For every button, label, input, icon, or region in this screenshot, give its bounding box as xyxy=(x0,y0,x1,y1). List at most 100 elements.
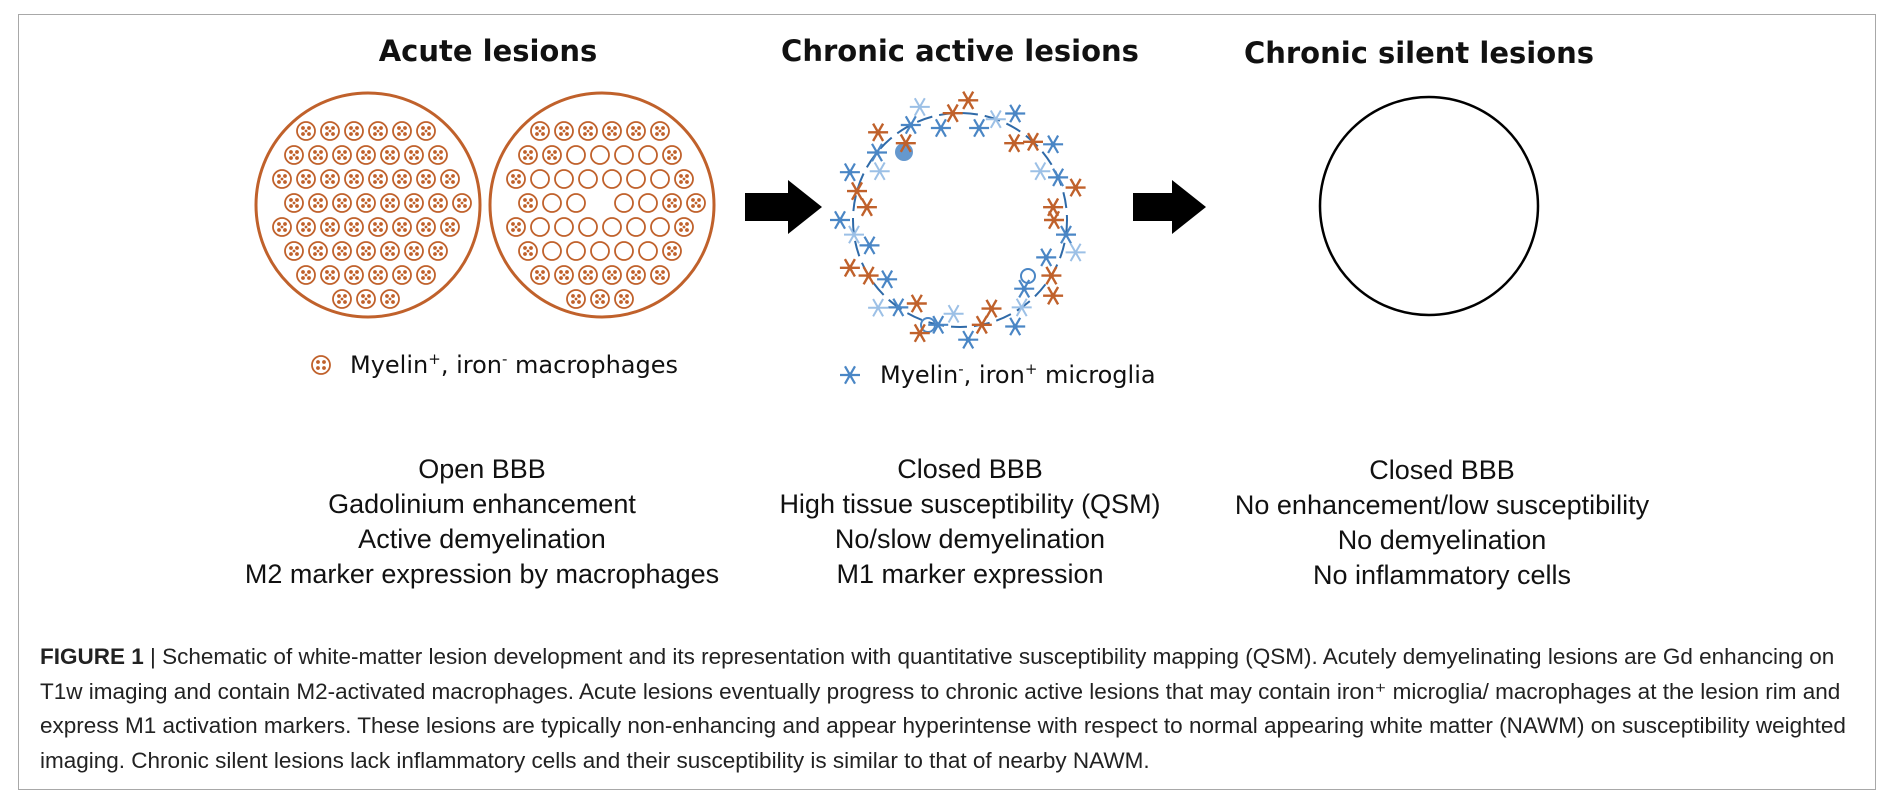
macrophage-cell xyxy=(368,169,388,189)
demyelinated-cell xyxy=(578,169,598,189)
demyelinated-cell xyxy=(554,217,574,237)
macrophage-cell xyxy=(530,121,550,141)
microglia-cell xyxy=(845,181,869,202)
macrophage-cell xyxy=(296,121,316,141)
macrophage-cell xyxy=(368,265,388,285)
acute-property: Active demyelination xyxy=(358,524,606,554)
microglia-cell xyxy=(1041,134,1065,155)
demyelinated-cell xyxy=(578,217,598,237)
macrophage-cell xyxy=(404,145,424,165)
macrophage-cell xyxy=(392,265,412,285)
macrophage-cell xyxy=(662,193,682,213)
chronic-active-lesion-ring xyxy=(828,90,1087,350)
macrophage-cell xyxy=(272,169,292,189)
microglia-cell xyxy=(838,162,862,182)
macrophage-cell xyxy=(320,217,340,237)
macrophage-cell xyxy=(356,241,376,261)
macrophage-cell xyxy=(518,241,538,261)
macrophage-cell xyxy=(332,289,352,309)
microglia-cell xyxy=(867,298,890,318)
chronic-silent-lesions-title: Chronic silent lesions xyxy=(1243,36,1595,70)
microglia-cell xyxy=(970,314,993,335)
macrophage-legend-label: Myelin+, iron- macrophages xyxy=(350,350,678,379)
demyelinated-cell xyxy=(590,241,610,261)
macrophage-cell xyxy=(518,193,538,213)
macrophage-cell xyxy=(566,289,586,309)
demyelinated-cell xyxy=(602,169,622,189)
macrophage-cell xyxy=(356,289,376,309)
macrophage-cell xyxy=(380,241,400,261)
demyelinated-cell xyxy=(614,241,634,261)
macrophage-cell xyxy=(416,169,436,189)
macrophage-cell xyxy=(368,217,388,237)
macrophage-cell xyxy=(344,265,364,285)
chronic-silent-property: No enhancement/low susceptibility xyxy=(1234,490,1650,520)
macrophage-cell xyxy=(674,217,694,237)
microglia-cell xyxy=(908,323,931,344)
macrophage-cell xyxy=(440,217,460,237)
macrophage-cell xyxy=(650,121,670,141)
macrophage-cell xyxy=(296,217,316,237)
macrophage-cell xyxy=(320,121,340,141)
macrophage-cell xyxy=(356,193,376,213)
microglia-legend-label: Myelin-, iron+ microglia xyxy=(880,360,1156,389)
macrophage-cell xyxy=(440,169,460,189)
macrophage-cell xyxy=(614,289,634,309)
macrophage-cell xyxy=(392,169,412,189)
demyelinated-cell xyxy=(638,193,658,213)
macrophage-cell xyxy=(530,265,550,285)
microglia-cell xyxy=(1040,265,1063,286)
microglia-cell xyxy=(967,118,991,138)
macrophage-cell xyxy=(506,217,526,237)
caption-text: Schematic of white-matter lesion develop… xyxy=(40,644,1846,773)
macrophage-legend: Myelin+, iron- macrophages xyxy=(310,350,678,379)
macrophage-cell xyxy=(404,193,424,213)
macrophage-cell xyxy=(602,121,622,141)
microglia-cell xyxy=(1029,161,1052,181)
microglia-cell xyxy=(858,235,881,256)
microglia-cell xyxy=(866,122,890,143)
microglia-cell xyxy=(1021,131,1045,152)
macrophage-cell xyxy=(428,193,448,213)
macrophage-cell xyxy=(344,217,364,237)
chronic-silent-properties: Closed BBB No enhancement/low susceptibi… xyxy=(1235,453,1649,593)
microglia-cell xyxy=(875,269,899,290)
macrophage-cell xyxy=(332,193,352,213)
demyelinated-cell xyxy=(566,145,586,165)
microglia-cell xyxy=(1004,316,1027,337)
microglia-cell xyxy=(865,142,889,163)
macrophage-cell xyxy=(686,193,706,213)
chronic-active-property: High tissue susceptibility (QSM) xyxy=(779,489,1161,519)
demyelinated-cell xyxy=(614,193,634,213)
microglia-cell xyxy=(942,304,965,324)
macrophage-cell xyxy=(284,193,304,213)
acute-lesion-full-circle xyxy=(254,91,482,319)
demyelinated-cell xyxy=(638,145,658,165)
demyelinated-cell xyxy=(602,217,622,237)
macrophage-cell xyxy=(428,241,448,261)
macrophage-cell xyxy=(578,265,598,285)
chronic-silent-property: No inflammatory cells xyxy=(1312,560,1572,590)
microglia-cell xyxy=(957,329,980,350)
macrophage-cell xyxy=(518,145,538,165)
demyelinated-cell xyxy=(542,193,562,213)
demyelinated-cell xyxy=(650,217,670,237)
macrophage-cell xyxy=(308,145,328,165)
demyelinated-cell xyxy=(614,145,634,165)
macrophage-cell xyxy=(332,241,352,261)
demyelinated-cell xyxy=(542,241,562,261)
microglia-cell xyxy=(1004,103,1027,124)
macrophage-cell xyxy=(662,145,682,165)
microglia-cell xyxy=(1003,133,1026,154)
acute-property: M2 marker expression by macrophages xyxy=(244,559,720,589)
macrophage-cell xyxy=(344,169,364,189)
microglia-cell xyxy=(855,197,879,218)
macrophage-cell xyxy=(272,217,292,237)
microglia-cell xyxy=(838,257,862,278)
macrophage-cell xyxy=(356,145,376,165)
figure-label: FIGURE 1 xyxy=(40,644,144,669)
chronic-active-property: Closed BBB xyxy=(897,454,1043,484)
macrophage-icon xyxy=(311,354,331,375)
microglia-icon xyxy=(840,365,860,384)
macrophage-cell xyxy=(344,121,364,141)
